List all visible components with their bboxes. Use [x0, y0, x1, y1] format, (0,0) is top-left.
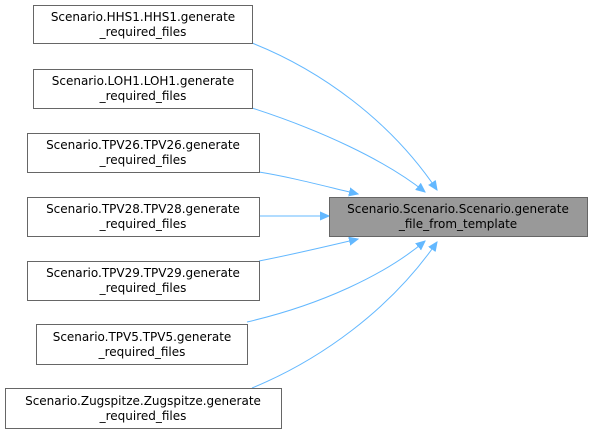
- edge-tpv26: [258, 171, 358, 194]
- node-label-line1: Scenario.TPV29.TPV29.generate: [46, 266, 240, 280]
- node-label-line2: _required_files: [99, 217, 187, 231]
- edge-zugspitze: [251, 242, 437, 389]
- node-label-line1: Scenario.Zugspitze.Zugspitze.generate: [25, 394, 261, 408]
- caller-node-tpv5[interactable]: Scenario.TPV5.TPV5.generate _required_fi…: [36, 324, 248, 365]
- node-label-line2: _required_files: [98, 345, 186, 359]
- node-label-line1: Scenario.LOH1.LOH1.generate: [52, 74, 234, 88]
- edge-loh1: [251, 107, 425, 192]
- edges: [246, 42, 437, 389]
- node-label-line1: Scenario.TPV5.TPV5.generate: [53, 330, 232, 344]
- node-label-line2: _required_files: [99, 281, 187, 295]
- caller-node-hhs1[interactable]: Scenario.HHS1.HHS1.generate _required_fi…: [33, 5, 253, 44]
- caller-node-zugspitze[interactable]: Scenario.Zugspitze.Zugspitze.generate _r…: [5, 388, 282, 429]
- edge-hhs1: [251, 42, 437, 190]
- node-label-line2: _required_files: [99, 89, 187, 103]
- node-label-line1: Scenario.TPV28.TPV28.generate: [46, 202, 240, 216]
- target-node[interactable]: Scenario.Scenario.Scenario.generate _fil…: [329, 197, 588, 237]
- node-label-line1: Scenario.HHS1.HHS1.generate: [51, 10, 235, 24]
- caller-node-tpv28[interactable]: Scenario.TPV28.TPV28.generate _required_…: [27, 197, 260, 237]
- node-label-line1: Scenario.TPV26.TPV26.generate: [46, 138, 240, 152]
- target-label-line2: _file_from_template: [398, 217, 517, 231]
- node-label-line2: _required_files: [99, 25, 187, 39]
- target-label-line1: Scenario.Scenario.Scenario.generate: [347, 202, 569, 216]
- node-label-line2: _required_files: [99, 153, 187, 167]
- caller-node-loh1[interactable]: Scenario.LOH1.LOH1.generate _required_fi…: [33, 69, 253, 109]
- edge-tpv5: [246, 241, 425, 323]
- caller-node-tpv26[interactable]: Scenario.TPV26.TPV26.generate _required_…: [27, 133, 260, 173]
- node-label-line2: _required_files: [99, 409, 187, 423]
- edge-tpv29: [258, 239, 358, 262]
- caller-node-tpv29[interactable]: Scenario.TPV29.TPV29.generate _required_…: [27, 261, 260, 301]
